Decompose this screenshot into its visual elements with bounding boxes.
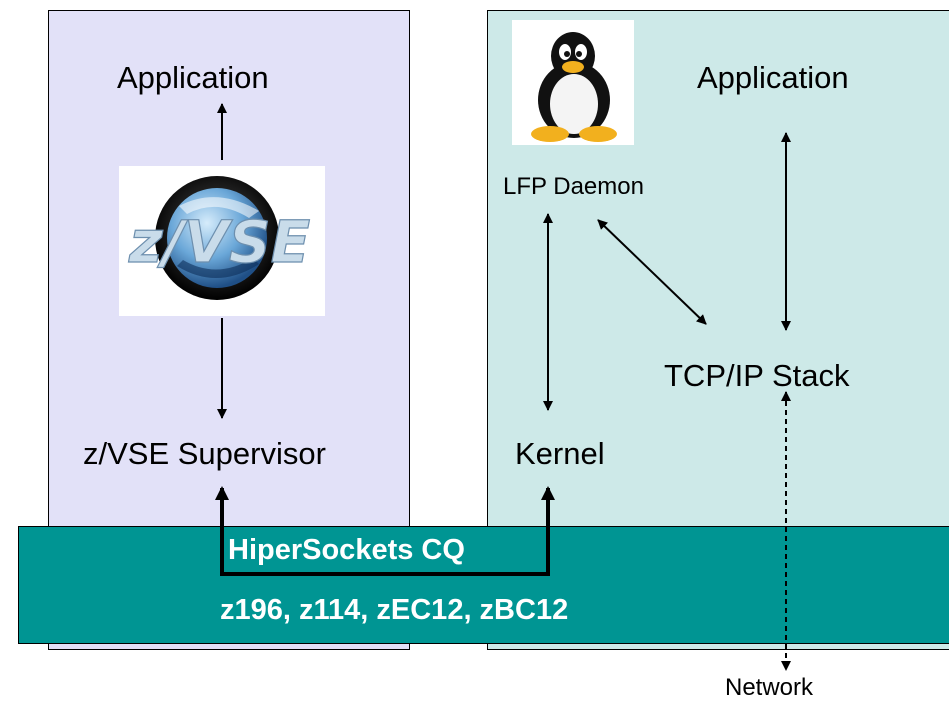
lfp-daemon-label: LFP Daemon [503,173,644,200]
linux-logo [512,20,634,145]
hardware-band [18,526,949,644]
hipersockets-connector [215,486,555,576]
hipersockets-label: HiperSockets CQ [228,534,465,566]
svg-text:z/VSE: z/VSE [128,208,310,276]
zvse-logo-icon: z/VSE [127,176,311,300]
linux-application-label: Application [697,60,849,95]
network-label: Network [725,674,814,701]
zvse-application-label: Application [117,60,269,95]
tcpip-stack-label: TCP/IP Stack [664,358,850,393]
arrow-lfp-tcpip [597,219,707,325]
zvse-logo: z/VSE [119,166,325,316]
tux-penguin-icon [531,32,617,142]
machines-label: z196, z114, zEC12, zBC12 [220,594,569,626]
kernel-label: Kernel [515,436,605,471]
zvse-supervisor-label: z/VSE Supervisor [83,436,326,471]
